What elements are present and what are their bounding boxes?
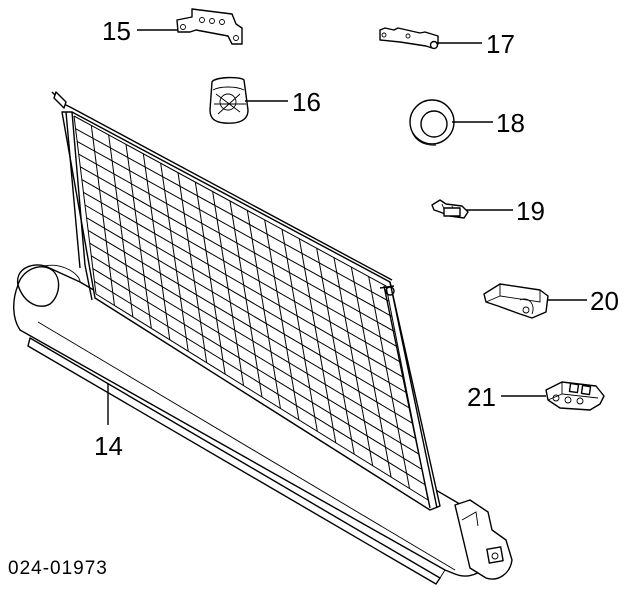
net-mesh-line bbox=[78, 153, 396, 333]
net-mesh-line bbox=[91, 255, 420, 455]
part-14-cargo-net-assembly bbox=[13, 91, 513, 585]
net-mesh-line bbox=[75, 128, 390, 302]
callout-19: 19 bbox=[516, 196, 545, 226]
part-19-clip bbox=[431, 199, 469, 219]
net-mesh-line bbox=[95, 293, 429, 501]
part-17-bracket bbox=[379, 27, 439, 50]
net-mesh-line bbox=[81, 179, 402, 363]
callout-21: 21 bbox=[467, 382, 496, 412]
part-20-holder bbox=[483, 283, 549, 319]
callout-16: 16 bbox=[292, 87, 321, 117]
net-mesh-line bbox=[83, 191, 405, 379]
leader-lines bbox=[107, 29, 587, 425]
roller-lower-band bbox=[27, 337, 441, 585]
net-mesh-line bbox=[76, 140, 393, 318]
callout-15: 15 bbox=[102, 16, 131, 46]
callout-labels: 14 15 16 17 18 19 20 21 bbox=[94, 16, 619, 461]
net-mesh-line bbox=[73, 115, 387, 287]
reference-code: 024-01973 bbox=[8, 558, 108, 579]
net-mesh-line bbox=[87, 229, 414, 425]
net-mesh-line bbox=[84, 204, 408, 394]
callout-17: 17 bbox=[486, 29, 515, 59]
net-mesh-line bbox=[86, 217, 411, 409]
part-21-fixture bbox=[545, 381, 605, 411]
net-mesh-line bbox=[92, 268, 423, 470]
net-mesh-line bbox=[94, 280, 426, 486]
callout-14: 14 bbox=[94, 431, 123, 461]
part-15-bracket bbox=[176, 8, 243, 45]
callout-20: 20 bbox=[590, 286, 619, 316]
net-mesh-line bbox=[89, 242, 417, 440]
callout-18: 18 bbox=[496, 108, 525, 138]
net-mesh-line bbox=[80, 166, 399, 348]
net-mesh bbox=[73, 115, 429, 501]
part-16-cover-cap bbox=[209, 76, 249, 124]
roller-left-cap bbox=[17, 266, 60, 307]
part-18-grommet bbox=[409, 99, 455, 146]
